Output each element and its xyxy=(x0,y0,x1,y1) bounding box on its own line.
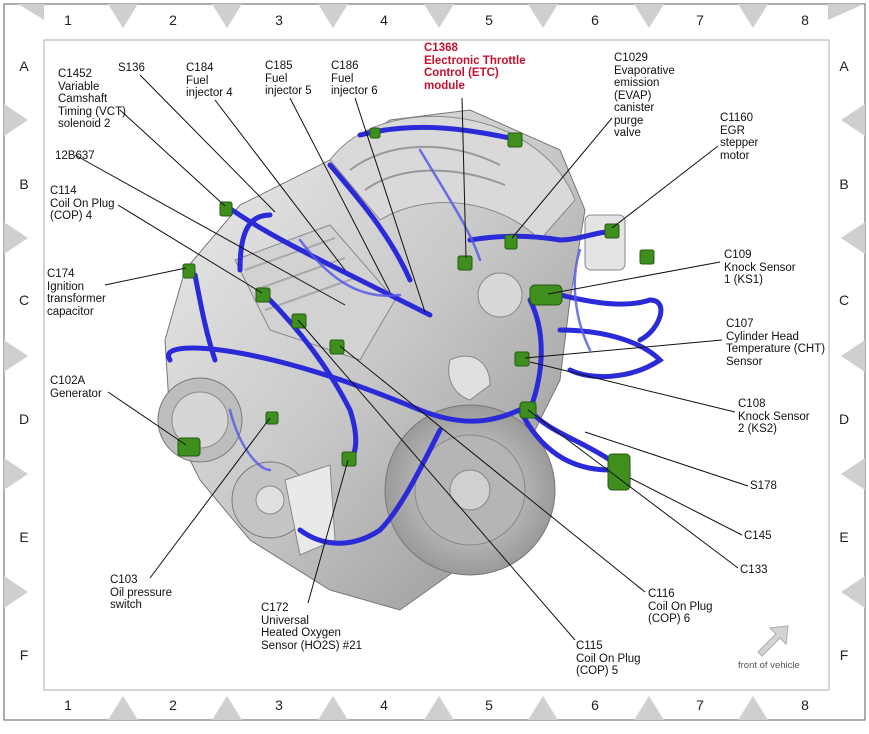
grid-right-markers xyxy=(841,104,865,608)
callout-c115: C115 Coil On Plug (COP) 5 xyxy=(576,640,641,677)
connector-top-1 xyxy=(507,132,523,148)
row-label-e: E xyxy=(19,529,29,545)
column-label-bottom-8: 8 xyxy=(801,697,809,713)
callout-s178: S178 xyxy=(750,480,777,492)
row-label-right-c: C xyxy=(838,292,850,308)
column-label-1: 1 xyxy=(64,12,72,28)
row-label-right-b: B xyxy=(839,176,849,192)
connector-c1368 xyxy=(457,255,473,271)
column-label-bottom-5: 5 xyxy=(485,697,493,713)
grid-top-markers xyxy=(18,4,864,28)
connector-c1452 xyxy=(219,201,233,217)
callout-c116: C116 Coil On Plug (COP) 6 xyxy=(648,588,713,625)
callout-c103: C103 Oil pressure switch xyxy=(110,574,172,611)
connector-c107 xyxy=(514,351,530,367)
row-label-a: A xyxy=(19,58,29,74)
callout-c172: C172 Universal Heated Oxygen Sensor (HO2… xyxy=(261,602,362,652)
callout-c114: C114 Coil On Plug (COP) 4 xyxy=(50,185,115,222)
connectors xyxy=(177,127,655,491)
wiring-harness-thin xyxy=(228,148,592,472)
row-label-c: C xyxy=(18,292,30,308)
column-label-bottom-7: 7 xyxy=(696,697,704,713)
front-of-vehicle-arrow xyxy=(757,625,789,657)
column-label-bottom-1: 1 xyxy=(64,697,72,713)
callout-c145: C145 xyxy=(744,530,772,542)
callout-c185: C185 Fuel injector 5 xyxy=(265,60,312,97)
callout-s136: S136 xyxy=(118,62,145,74)
row-label-d: D xyxy=(18,411,30,427)
callout-c108: C108 Knock Sensor 2 (KS2) xyxy=(738,398,810,435)
connector-right-1 xyxy=(639,249,655,265)
column-label-7: 7 xyxy=(696,12,704,28)
connector-top-2 xyxy=(369,127,381,139)
connector-c1160 xyxy=(604,223,620,239)
column-label-bottom-3: 3 xyxy=(275,697,283,713)
grid-left-markers xyxy=(4,104,28,608)
callout-c1029: C1029 Evaporative emission (EVAP) canist… xyxy=(614,52,675,139)
column-label-bottom-2: 2 xyxy=(169,697,177,713)
callout-c109: C109 Knock Sensor 1 (KS1) xyxy=(724,249,796,286)
leader-lines xyxy=(74,74,749,641)
callout-c1160: C1160 EGR stepper motor xyxy=(720,112,759,162)
callout-c174: C174 Ignition transformer capacitor xyxy=(47,268,106,318)
connector-c174 xyxy=(182,263,196,279)
connector-cop5 xyxy=(329,339,345,355)
callout-c1452: C1452 Variable Camshaft Timing (VCT) sol… xyxy=(58,68,126,130)
callout-c102a: C102A Generator xyxy=(50,375,102,400)
callout-c184: C184 Fuel injector 4 xyxy=(186,62,233,99)
connector-c102a xyxy=(177,437,201,457)
callout-c186: C186 Fuel injector 6 xyxy=(331,60,378,97)
column-label-4: 4 xyxy=(380,12,388,28)
row-label-right-e: E xyxy=(839,529,849,545)
callout-c107: C107 Cylinder Head Temperature (CHT) Sen… xyxy=(726,318,826,368)
column-label-bottom-6: 6 xyxy=(591,697,599,713)
column-label-2: 2 xyxy=(169,12,177,28)
connector-c1029 xyxy=(504,234,518,250)
callout-c1368: C1368 Electronic Throttle Control (ETC) … xyxy=(424,42,526,92)
column-label-6: 6 xyxy=(591,12,599,28)
row-label-right-a: A xyxy=(839,58,849,74)
column-label-3: 3 xyxy=(275,12,283,28)
connector-c145 xyxy=(607,453,631,491)
connector-c172 xyxy=(341,451,357,467)
callout-12b637: 12B637 xyxy=(55,150,95,162)
column-label-5: 5 xyxy=(485,12,493,28)
connector-c109 xyxy=(529,284,563,306)
column-label-8: 8 xyxy=(801,12,809,28)
connector-c103 xyxy=(265,411,279,425)
row-label-f: F xyxy=(19,647,29,663)
row-label-right-f: F xyxy=(839,647,849,663)
grid-bottom-markers xyxy=(108,696,768,720)
row-label-b: B xyxy=(19,176,29,192)
row-label-right-d: D xyxy=(838,411,850,427)
front-of-vehicle-label: front of vehicle xyxy=(738,660,800,671)
column-label-bottom-4: 4 xyxy=(380,697,388,713)
callout-c133: C133 xyxy=(740,564,768,576)
